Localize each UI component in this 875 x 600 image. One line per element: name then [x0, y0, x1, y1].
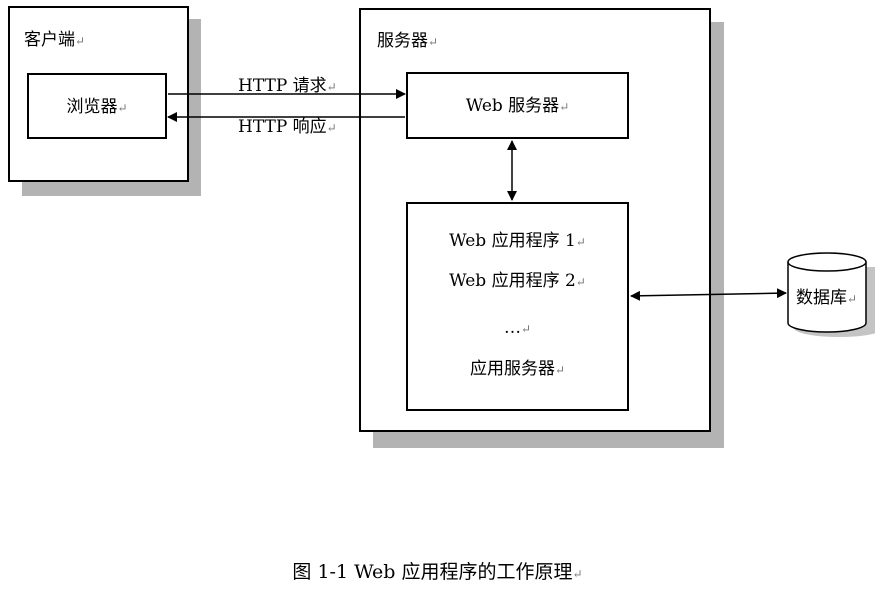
- client-title: 客户端↵: [24, 30, 86, 50]
- http-response-label: HTTP 响应↵: [238, 117, 337, 137]
- browser-box: 浏览器↵: [27, 73, 167, 139]
- server-title: 服务器↵: [377, 31, 439, 51]
- web-server-box: Web 服务器↵: [406, 72, 629, 139]
- database-label: 数据库↵: [796, 288, 858, 308]
- web-app-line-ellipsis: …↵: [503, 318, 532, 338]
- http-request-label: HTTP 请求↵: [238, 76, 337, 96]
- figure-caption: 图 1-1 Web 应用程序的工作原理↵: [292, 561, 583, 583]
- web-server-label: Web 服务器↵: [465, 96, 570, 116]
- web-app-line-2: Web 应用程序 2↵: [449, 271, 586, 291]
- browser-label: 浏览器↵: [66, 97, 128, 117]
- app-server-label: 应用服务器↵: [469, 359, 566, 379]
- web-app-box: Web 应用程序 1↵ Web 应用程序 2↵ …↵ 应用服务器↵: [406, 202, 629, 411]
- web-app-line-1: Web 应用程序 1↵: [449, 231, 586, 251]
